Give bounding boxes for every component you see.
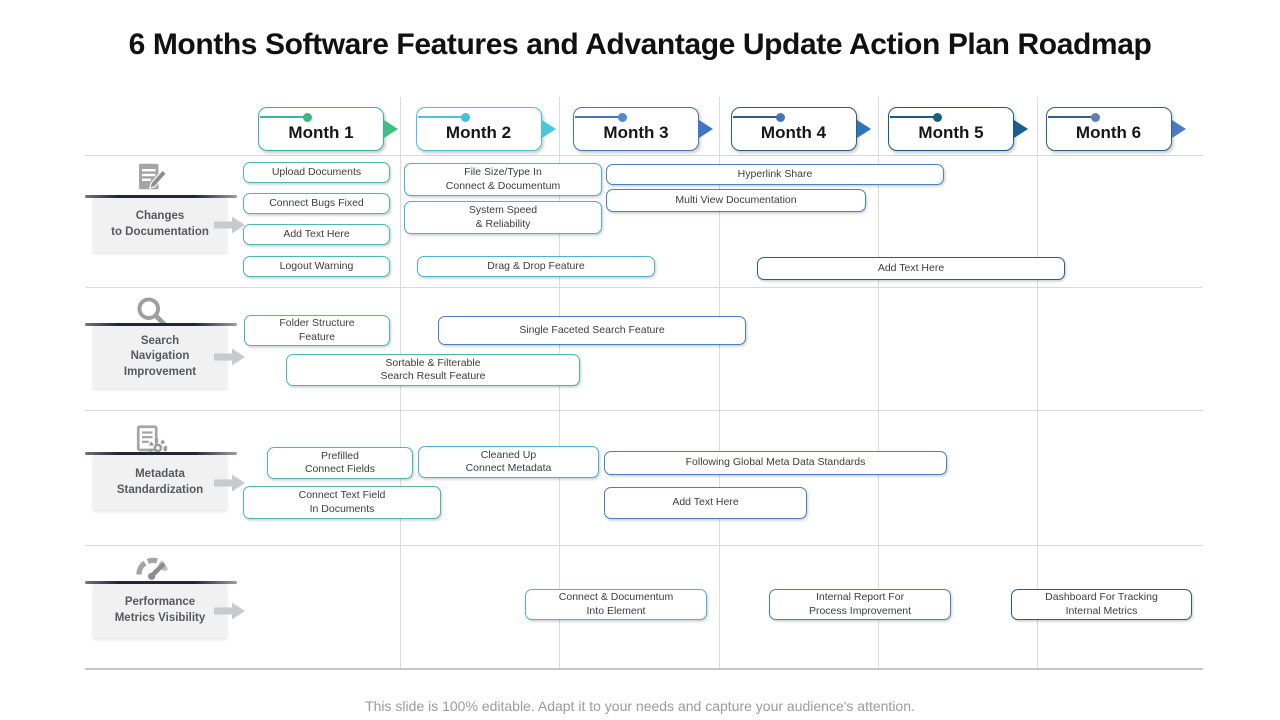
arrow-right-icon [1171,120,1186,138]
month-header: Month 2 [415,107,556,151]
month-label: Month 4 [760,123,827,142]
task-box: Multi View Documentation [606,189,866,212]
gridline-horizontal-1 [85,155,1203,156]
page-title: 6 Months Software Features and Advantage… [128,28,1152,61]
timeline-dot-icon [933,112,942,122]
timeline-connector-line [890,116,936,118]
arrow-right-icon [384,120,398,138]
arrow-right-icon [214,347,246,372]
task-box: Connect Bugs Fixed [243,193,390,214]
timeline-connector-line [732,116,779,118]
arrow-right-icon [214,215,246,240]
month-label: Month 3 [603,123,669,142]
arrow-right-icon [699,120,713,138]
month-header: Month 4 [730,107,871,151]
month-header: Month 1 [258,107,398,151]
month-header: Month 5 [888,107,1028,151]
lane-divider-line [85,581,237,584]
task-box: Upload Documents [243,162,390,183]
task-box: Prefilled Connect Fields [267,447,413,479]
arrow-right-icon [214,601,246,626]
gauge-icon [133,550,171,593]
arrow-right-icon [1014,120,1028,138]
footer-note: This slide is 100% editable. Adapt it to… [365,698,915,714]
month-label: Month 5 [918,123,984,142]
task-box: Logout Warning [243,256,390,277]
task-box: Connect & Documentum Into Element [525,589,707,620]
timeline-connector-line [260,116,306,118]
arrow-right-icon [541,120,556,138]
month-label: Month 1 [288,123,354,142]
gridline-vertical-3 [719,97,720,668]
task-box: Add Text Here [604,487,807,519]
arrow-right-icon [214,473,246,498]
lane-divider-line [85,323,237,326]
lane-divider-line [85,195,237,198]
task-box: Connect Text Field In Documents [243,486,441,519]
timeline-dot-icon [1090,112,1100,122]
gridline-horizontal-4 [85,545,1203,546]
timeline-dot-icon [460,112,470,122]
timeline-dot-icon [618,112,627,122]
search-icon [133,294,169,335]
gridline-vertical-4 [878,97,879,668]
task-box: Add Text Here [243,224,390,245]
gridline-horizontal-3 [85,410,1203,411]
timeline-dot-icon [775,112,785,122]
task-box: Cleaned Up Connect Metadata [418,446,599,478]
month-label: Month 6 [1075,123,1142,142]
arrow-right-icon [856,120,871,138]
timeline-connector-line [1047,116,1094,118]
task-box: Internal Report For Process Improvement [769,589,951,620]
document-edit-icon [133,160,169,201]
task-box: Single Faceted Search Feature [438,316,746,345]
month-label: Month 2 [445,123,512,142]
task-box: System Speed & Reliability [404,201,602,234]
task-box: Sortable & Filterable Search Result Feat… [286,354,580,386]
task-box: Hyperlink Share [606,164,944,185]
month-header: Month 6 [1045,107,1186,151]
metadata-gear-icon [133,423,169,464]
month-header: Month 3 [573,107,713,151]
lane-label: Performance Metrics Visibility [93,584,227,638]
lane-label: Changes to Documentation [93,198,227,252]
task-box: File Size/Type In Connect & Documentum [404,163,602,196]
task-box: Folder Structure Feature [244,315,390,346]
gridline-bottom [85,668,1203,670]
lane-divider-line [85,452,237,455]
task-box: Add Text Here [757,257,1065,280]
lane-label: Search Navigation Improvement [93,326,227,388]
task-box: Following Global Meta Data Standards [604,451,947,475]
timeline-connector-line [417,116,464,118]
task-box: Drag & Drop Feature [417,256,655,277]
lane-label: Metadata Standardization [93,455,227,510]
gridline-horizontal-2 [85,287,1203,288]
task-box: Dashboard For Tracking Internal Metrics [1011,589,1192,620]
gridline-vertical-5 [1037,97,1038,668]
timeline-dot-icon [303,112,312,122]
timeline-connector-line [575,116,621,118]
